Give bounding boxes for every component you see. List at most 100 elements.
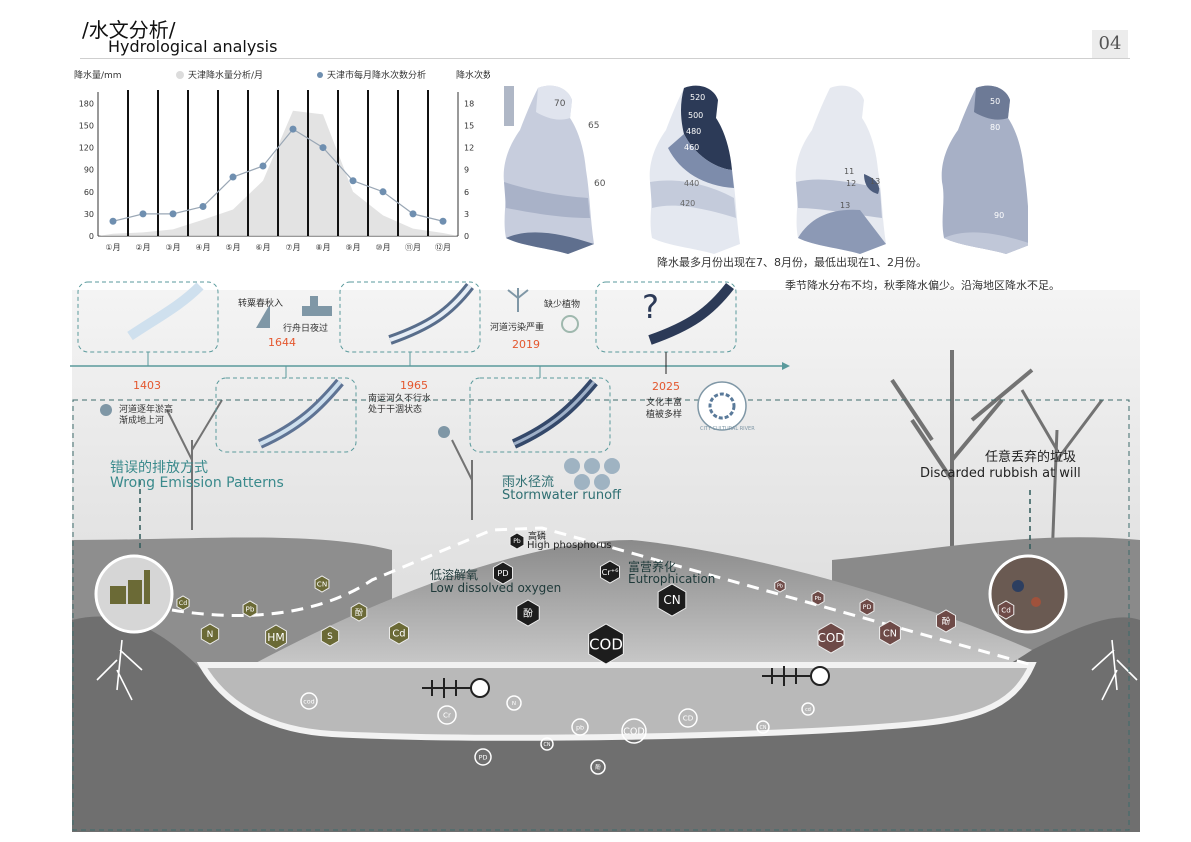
caption-1403-b: 渐成地上河 [119,416,165,426]
caption-1403-a: 河道逐年淤高 [119,405,174,415]
x-tick: ⑨月 [345,243,360,252]
rubbish-circle [988,554,1068,634]
map-summer-label: 500 [688,111,703,120]
rain-count-point [409,210,417,218]
map-note-1: 降水最多月份出现在7、8月份，最低出现在1、2月份。 [657,256,927,269]
rain-count-point [139,210,147,218]
map-summer-label: 440 [684,179,699,188]
root-drawings [96,639,1138,701]
rain-drops-icon [564,458,620,490]
x-tick: ⑧月 [315,243,330,252]
year-1644: 1644 [268,336,296,349]
caption-2019-b: 河道污染严重 [490,323,545,333]
year-2019: 2019 [512,338,540,351]
map-spring-label: 65 [588,121,599,131]
y-left-tick: 0 [89,232,94,241]
rain-count-point [379,188,387,196]
x-tick: ⑫月 [435,243,451,252]
eutroph-en: Eutrophication [628,572,716,586]
y-left-tick: 150 [79,121,94,130]
caption-1644-a: 转粟春秋入 [238,299,284,309]
rain-count-point [349,177,357,185]
timeline-card-1403 [77,281,219,353]
map-spring-legend [504,86,514,126]
y-right-tick: 9 [464,166,469,175]
x-tick: ⑦月 [285,243,300,252]
map-winter-label: 80 [990,123,1000,132]
scene-frame [72,399,1130,831]
culture-badge-icon [697,381,747,431]
map-winter-label: 90 [994,211,1004,220]
legend-swatch [176,71,184,79]
legend-swatch [317,72,323,78]
map-summer-label: 420 [680,199,695,208]
map-spring: 70 65 60 [503,85,606,254]
rain-count-point [199,203,207,211]
map-winter-label: 50 [990,97,1000,106]
rubbish-en: Discarded rubbish at will [920,466,1081,481]
caption-1965-a: 南运河久不行水 [368,394,432,404]
x-tick: ⑤月 [225,243,240,252]
y-right-tick: 6 [464,188,469,197]
seasonal-maps: 70 65 60 520 500 480 460 440 420 11 12 1… [503,85,1028,254]
page-title-cn: /水文分析/ [82,18,176,42]
map-autumn-label: 13 [870,177,880,186]
rubbish-cn: 任意丢弃的垃圾 [985,450,1077,465]
y-right-tick: 12 [464,144,474,153]
year-2025: 2025 [652,380,680,393]
year-1965: 1965 [400,379,428,392]
leaf-icon [100,404,112,416]
caption-1965-b: 处于干涸状态 [368,405,423,415]
header-divider [80,58,1130,59]
rain-count-point [439,217,447,225]
y-left-label: 降水量/mm [74,69,122,81]
caption-2019-a: 缺少植物 [544,300,581,310]
timeline-card-1644 [215,377,357,453]
recycle-icon [561,315,579,333]
wrong-emission-cn: 错误的排放方式 [110,460,208,476]
timeline-card-2025: ? [595,281,737,353]
culture-badge-text: CITY CULTURAL RIVER [700,426,755,432]
tree-silhouettes [166,350,1104,570]
runoff-dash-line [171,526,1033,667]
oxygen-en: Low dissolved oxygen [430,581,562,595]
y-right-tick: 18 [464,99,474,108]
eutroph-cn: 富营养化 [628,560,677,574]
x-tick: ③月 [165,243,180,252]
fish-skeleton-icon [422,666,830,698]
caption-2025-b: 植被多样 [646,410,683,420]
map-spring-label: 70 [554,99,566,109]
map-note-2: 季节降水分布不均，秋季降水偏少。沿海地区降水不足。 [785,279,1060,292]
year-1403: 1403 [133,379,161,392]
y-right-label: 降水次数/次 [456,69,490,81]
x-tick: ④月 [195,243,210,252]
caption-2025-a: 文化丰富 [646,398,683,408]
map-autumn: 11 12 13 14 13 [795,85,892,254]
map-autumn-label: 13 [840,201,850,210]
timeline-card-1965 [339,281,481,353]
x-tick: ⑪月 [405,243,421,252]
map-summer: 520 500 480 460 440 420 [649,85,740,254]
water-drop-icon [438,426,450,438]
wrong-emission-en: Wrong Emission Patterns [110,475,284,491]
history-timeline: ? [70,281,790,453]
map-summer-label: 480 [686,127,701,136]
map-summer-label: 520 [690,93,705,102]
underwater-section [196,662,1037,741]
y-left-tick: 90 [84,166,94,175]
rain-count-line [112,128,444,222]
rain-count-point [229,173,237,181]
page-number: 04 [1092,30,1128,58]
boat-icon [256,296,332,328]
y-right-tick: 3 [464,210,469,219]
rain-count-point [289,125,297,133]
factory-circle [94,554,174,634]
x-tick: ⑥月 [255,243,270,252]
map-summer-label: 460 [684,143,699,152]
rain-count-point [319,144,327,152]
y-left-tick: 60 [84,188,94,197]
caption-1644-b: 行舟日夜过 [283,324,329,334]
timeline-card-2019 [469,377,611,453]
y-left-tick: 30 [84,210,94,219]
y-right-tick: 0 [464,232,469,241]
